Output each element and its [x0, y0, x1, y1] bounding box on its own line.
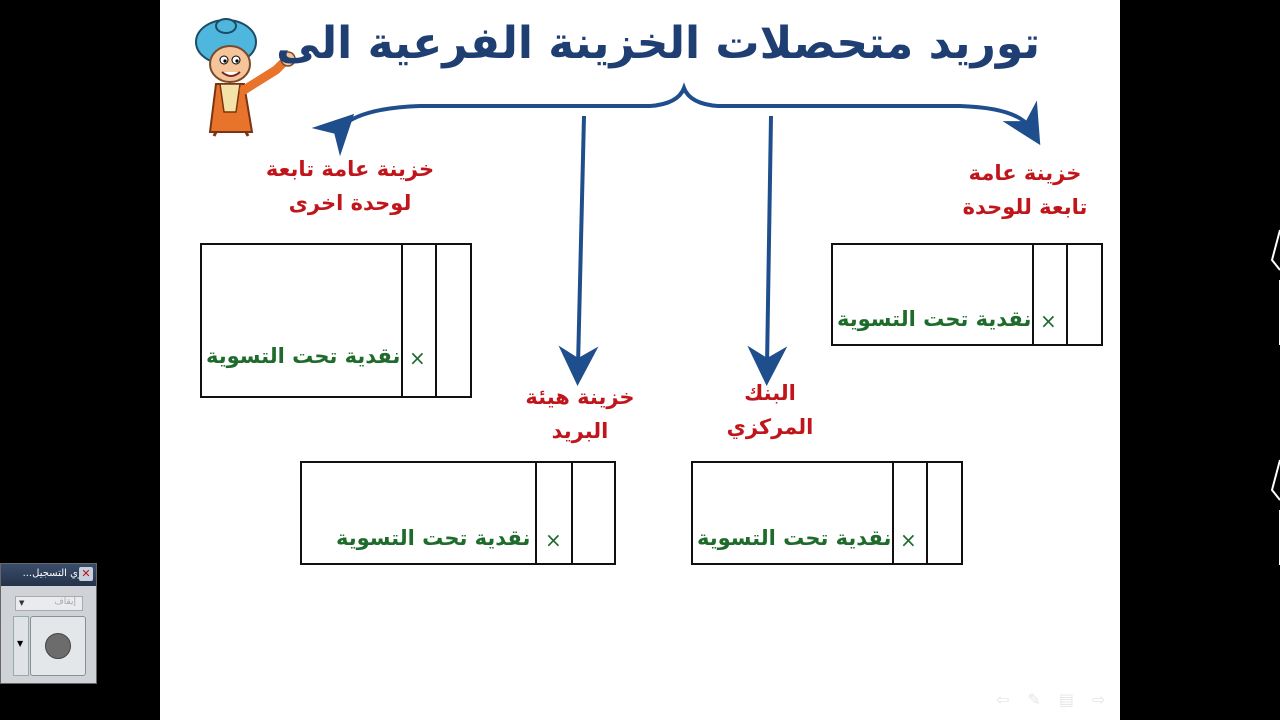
nav-forward-icon[interactable]: ⇨	[1091, 690, 1106, 709]
nav-back-icon[interactable]: ⇦	[996, 690, 1010, 709]
account-entry: نقدية تحت التسوية	[697, 526, 892, 550]
recorder-side-toggle[interactable]: ▼	[13, 616, 29, 676]
nav-pen-icon[interactable]: ✎	[1027, 690, 1041, 709]
edge-decoration	[1270, 229, 1280, 565]
account-unit-treasury: × نقدية تحت التسوية	[831, 243, 1103, 346]
label-post-treasury: خزينة هيئة البريد	[525, 385, 635, 443]
cross-mark: ×	[1040, 309, 1057, 333]
slideshow-nav: ⇦ ✎ ▤ ⇨	[996, 690, 1105, 709]
chevron-down-icon: ▼	[19, 599, 25, 607]
mascot-illustration	[195, 18, 296, 137]
label-central-bank: البنك المركزي	[726, 381, 814, 439]
presentation-slide: توريد متحصلات الخزينة الفرعية الى خزينة …	[160, 0, 1120, 720]
recorder-titlebar[interactable]: جاري التسجيل... ✕	[1, 564, 96, 586]
slide-title: توريد متحصلات الخزينة الفرعية الى	[276, 18, 1040, 69]
label-other-unit-treasury: خزينة عامة تابعة لوحدة اخرى	[265, 157, 435, 215]
flow-arrows	[311, 82, 1041, 386]
recorder-dropdown[interactable]: ▼ إيقاف	[15, 596, 83, 611]
record-icon	[45, 633, 71, 659]
cross-mark: ×	[409, 346, 426, 370]
account-post-treasury: × نقدية تحت التسوية	[300, 461, 616, 565]
label-unit-treasury: خزينة عامة تابعة للوحدة	[962, 161, 1088, 219]
cross-mark: ×	[900, 528, 917, 552]
recorder-title: جاري التسجيل...	[22, 568, 92, 579]
account-other-unit-treasury: × نقدية تحت التسوية	[200, 243, 472, 398]
nav-menu-icon[interactable]: ▤	[1058, 690, 1074, 709]
account-central-bank: × نقدية تحت التسوية	[691, 461, 963, 565]
recorder-window[interactable]: جاري التسجيل... ✕ ▼ إيقاف ▼	[0, 563, 97, 684]
account-entry: نقدية تحت التسوية	[206, 344, 401, 368]
close-icon[interactable]: ✕	[79, 567, 93, 581]
account-entry: نقدية تحت التسوية	[336, 526, 531, 550]
cross-mark: ×	[545, 528, 562, 552]
record-button[interactable]	[30, 616, 86, 676]
account-entry: نقدية تحت التسوية	[837, 307, 1032, 331]
